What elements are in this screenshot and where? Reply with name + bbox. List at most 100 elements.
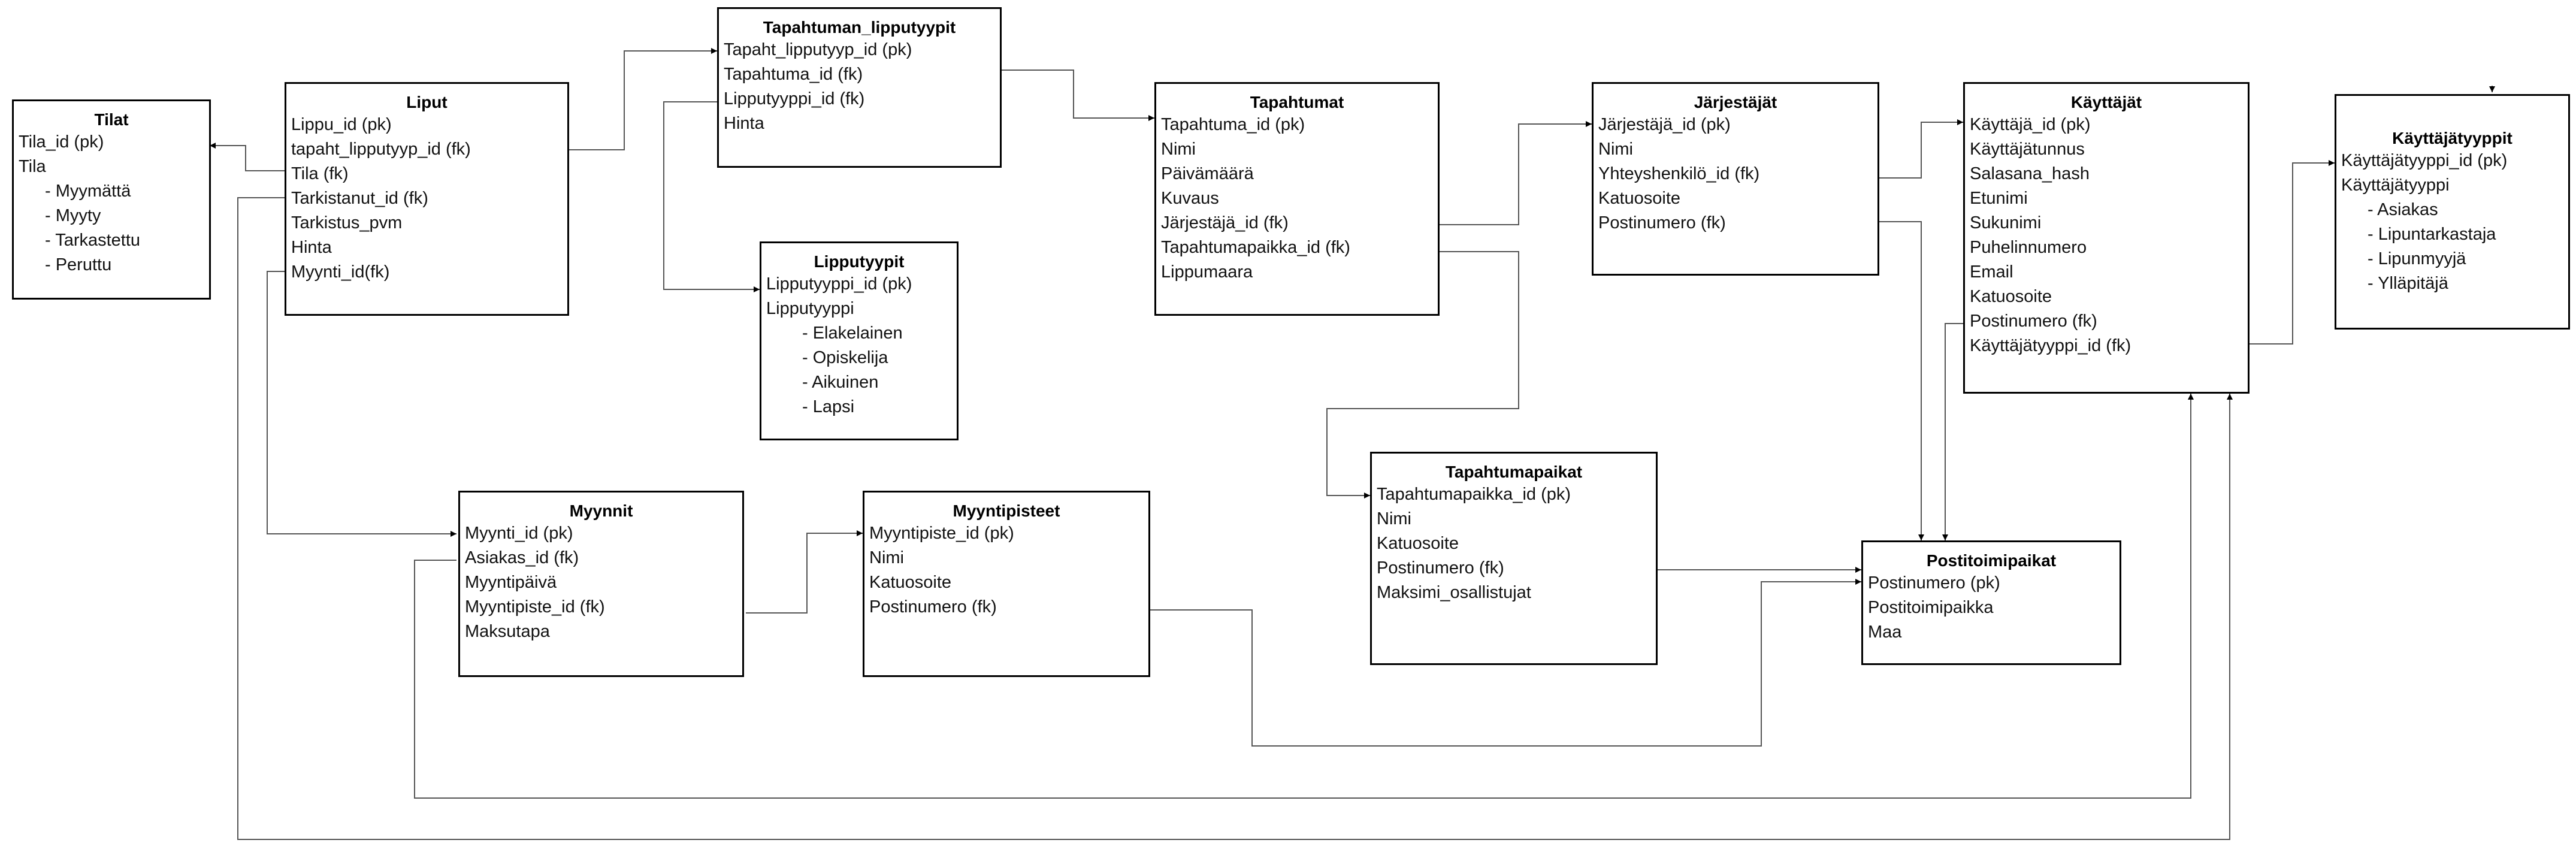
attribute: Tapahtuma_id (pk) <box>1161 115 1305 134</box>
attribute: Maa <box>1868 623 1902 642</box>
attribute: Tapaht_lipputyyp_id (pk) <box>724 40 912 59</box>
entity-title: Tilat <box>94 110 129 129</box>
attribute: Käyttäjätyyppi_id (pk) <box>2341 151 2508 170</box>
attribute: Kuvaus <box>1161 189 1219 208</box>
entity-title: Myynnit <box>569 501 633 520</box>
entity-tapahtuman-lipputyypit[interactable]: Tapahtuman_lipputyypit Tapaht_lipputyyp_… <box>717 7 1002 168</box>
attribute: tapaht_lipputyyp_id (fk) <box>291 140 471 159</box>
connector-jarjestaja-postinumero-to-postitoimipaikat <box>1879 221 1924 540</box>
connector-tapahtumapaikka-to-tapahtumapaikat <box>1326 251 1519 498</box>
connector-myynti-to-myynnit <box>267 271 456 537</box>
enum-value: - Myymättä <box>45 182 131 201</box>
attribute: Lippu_id (pk) <box>291 115 392 134</box>
enum-value: - Ylläpitäjä <box>2368 274 2448 293</box>
attribute: Käyttäjätyyppi <box>2341 176 2450 195</box>
connector-asiakas-to-kayttajat <box>414 394 2194 799</box>
attribute: Lipputyyppi_id (pk) <box>766 274 912 294</box>
entity-title: Järjestäjät <box>1694 93 1777 111</box>
attribute: Tarkistanut_id (fk) <box>291 189 428 208</box>
attribute: Nimi <box>869 548 904 567</box>
attribute: Käyttäjätyyppi_id (fk) <box>1970 336 2131 355</box>
entity-title: Lipputyypit <box>814 252 905 271</box>
attribute: Yhteyshenkilö_id (fk) <box>1598 164 1760 183</box>
entity-kayttajat[interactable]: Käyttäjät Käyttäjä_id (pk) Käyttäjätunnu… <box>1963 82 2250 394</box>
attribute: Nimi <box>1377 509 1411 528</box>
attribute: Postitoimipaikka <box>1868 598 1994 617</box>
attribute: Myyntipäivä <box>465 573 557 592</box>
enum-value: - Asiakas <box>2368 200 2438 219</box>
connector-liput-tila-to-tilat <box>210 143 285 171</box>
enum-value: - Peruttu <box>45 255 112 274</box>
attribute: Katuosoite <box>1598 189 1681 208</box>
connector-tarkistanut-to-kayttajat <box>237 197 2233 840</box>
connector-tapahtuma-to-tapahtumat <box>1002 70 1154 121</box>
attribute: Tila_id (pk) <box>19 132 104 152</box>
attribute: Asiakas_id (fk) <box>465 548 579 567</box>
attribute: Tila (fk) <box>291 164 349 183</box>
enum-value: - Elakelainen <box>802 324 903 343</box>
attribute: Lipputyyppi <box>766 299 854 318</box>
connector-jarjestaja-to-jarjestajat <box>1440 121 1592 225</box>
attribute: Nimi <box>1161 140 1196 159</box>
attribute: Email <box>1970 262 2013 282</box>
entity-title: Postitoimipaikat <box>1926 551 2057 570</box>
attribute: Myyntipiste_id (fk) <box>465 597 605 617</box>
entity-tapahtumat[interactable]: Tapahtumat Tapahtuma_id (pk) Nimi Päiväm… <box>1154 82 1440 316</box>
entity-postitoimipaikat[interactable]: Postitoimipaikat Postinumero (pk) Postit… <box>1861 540 2121 665</box>
enum-value: - Myyty <box>45 206 101 225</box>
connector-lipputyyppi-to-lipputyypit <box>663 101 760 292</box>
attribute: Sukunimi <box>1970 213 2042 232</box>
entity-tapahtumapaikat[interactable]: Tapahtumapaikat Tapahtumapaikka_id (pk) … <box>1370 452 1658 665</box>
attribute: Maksutapa <box>465 622 550 641</box>
attribute: Nimi <box>1598 140 1633 159</box>
attribute: Tarkistus_pvm <box>291 213 403 232</box>
connector-liput-to-tapahtuman-lipputyypit <box>569 48 717 150</box>
attribute: Käyttäjätunnus <box>1970 140 2085 159</box>
entity-title: Käyttäjät <box>2070 93 2142 111</box>
entity-liput[interactable]: Liput Lippu_id (pk) tapaht_lipputyyp_id … <box>285 82 569 316</box>
attribute: Etunimi <box>1970 189 2028 208</box>
entity-kayttajatyypit[interactable]: Käyttäjätyyppit Käyttäjätyyppi_id (pk) K… <box>2335 94 2570 330</box>
attribute: Järjestäjä_id (fk) <box>1161 213 1289 232</box>
entity-title: Tapahtuman_lipputyypit <box>763 18 956 37</box>
attribute: Päivämäärä <box>1161 164 1254 183</box>
entity-title: Käyttäjätyyppit <box>2392 129 2512 147</box>
entity-title: Myyntipisteet <box>953 501 1060 520</box>
enum-value: - Opiskelija <box>802 348 888 367</box>
attribute: Tapahtumapaikka_id (fk) <box>1161 238 1350 257</box>
attribute: Puhelinnumero <box>1970 238 2087 257</box>
attribute: Katuosoite <box>1377 534 1459 553</box>
attribute: Postinumero (fk) <box>1377 558 1504 578</box>
connector-yhteyshenkilo-to-kayttajat <box>1879 119 1963 179</box>
entity-myynnit[interactable]: Myynnit Myynti_id (pk) Asiakas_id (fk) M… <box>458 491 744 677</box>
attribute: Postinumero (pk) <box>1868 573 2000 593</box>
attribute: Myyntipiste_id (pk) <box>869 524 1014 543</box>
enum-value: - Aikuinen <box>802 373 879 392</box>
attribute: Järjestäjä_id (pk) <box>1598 115 1731 134</box>
attribute: Postinumero (fk) <box>1970 312 2097 331</box>
attribute: Myynti_id (pk) <box>465 524 573 543</box>
entity-jarjestajat[interactable]: Järjestäjät Järjestäjä_id (pk) Nimi Yhte… <box>1592 82 1879 276</box>
connector-myyntipiste-postinumero-to-postitoimipaikat <box>1150 579 1861 747</box>
connector-kayttajatyyppi-to-kayttajatyypit <box>2250 160 2335 345</box>
entity-tilat[interactable]: Tilat Tila_id (pk) Tila - Myymättä - Myy… <box>12 99 211 300</box>
attribute: Salasana_hash <box>1970 164 2090 183</box>
attribute: Katuosoite <box>869 573 952 592</box>
attribute: Postinumero (fk) <box>1598 213 1726 232</box>
attribute: Lippumaara <box>1161 262 1253 282</box>
attribute: Myynti_id(fk) <box>291 262 390 282</box>
attribute: Hinta <box>724 114 764 133</box>
entity-lipputyypit[interactable]: Lipputyypit Lipputyyppi_id (pk) Lipputyy… <box>760 241 959 440</box>
entity-myyntipisteet[interactable]: Myyntipisteet Myyntipiste_id (pk) Nimi K… <box>863 491 1150 677</box>
attribute: Hinta <box>291 238 332 257</box>
entity-title: Liput <box>406 93 448 111</box>
enum-value: - Lipuntarkastaja <box>2368 225 2496 244</box>
attribute: Tapahtuma_id (fk) <box>724 65 863 84</box>
attribute: Postinumero (fk) <box>869 597 997 617</box>
entity-title: Tapahtumapaikat <box>1445 463 1583 481</box>
entity-title: Tapahtumat <box>1250 93 1344 111</box>
enum-value: - Lapsi <box>802 397 855 416</box>
attribute: Maksimi_osallistujat <box>1377 583 1531 602</box>
connector-kayttaja-postinumero-to-postitoimipaikat <box>1942 323 1963 540</box>
